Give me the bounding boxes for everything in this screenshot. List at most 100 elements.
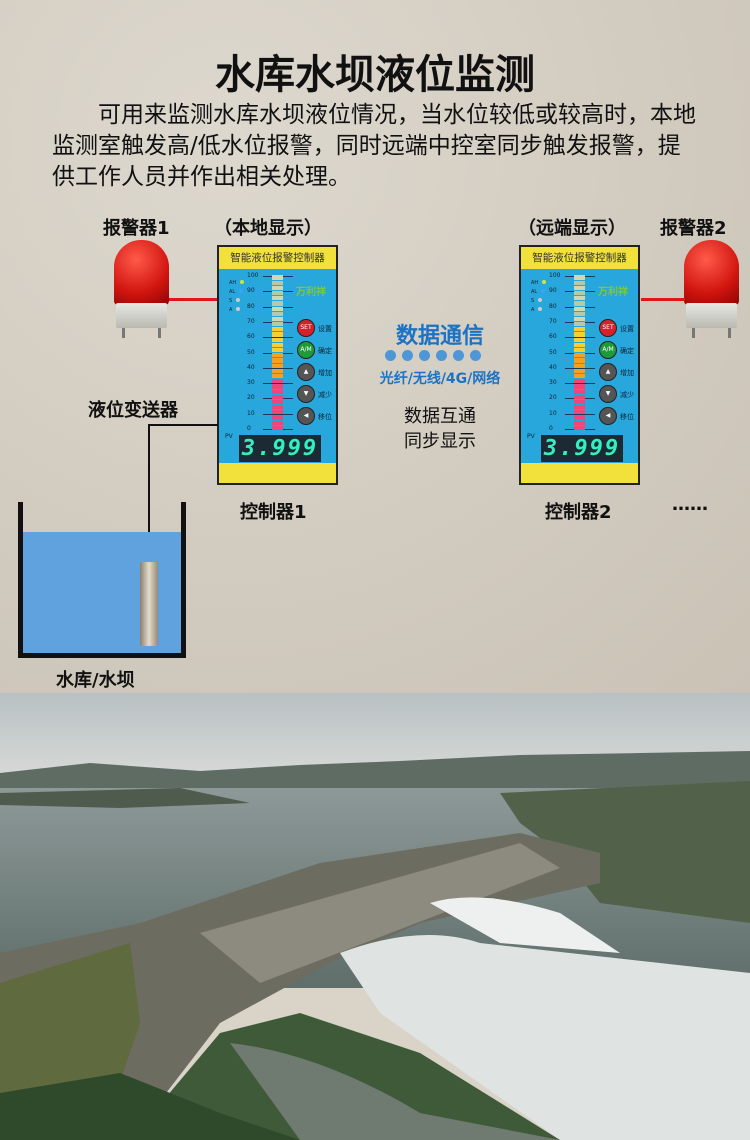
level-segment	[574, 353, 585, 358]
level-segment	[574, 420, 585, 425]
level-segment	[574, 316, 585, 322]
button-label: 移位	[620, 413, 634, 421]
level-segment	[574, 311, 585, 316]
scale-label: 0	[549, 425, 553, 432]
level-segment	[272, 405, 283, 410]
controller-button[interactable]: SET	[599, 319, 617, 337]
level-segment	[272, 280, 283, 285]
sync-line-1: 数据互通	[404, 406, 476, 427]
level-segment	[574, 301, 585, 306]
controller-button[interactable]: ◀	[297, 407, 315, 425]
level-segment	[272, 342, 283, 347]
button-key: A/M	[300, 346, 312, 353]
scale-label: 70	[549, 317, 557, 325]
level-bar	[272, 274, 283, 430]
pv-label: PV	[527, 433, 535, 440]
status-led: AH	[229, 280, 245, 286]
level-segment	[272, 379, 283, 384]
button-key: ▼	[605, 390, 611, 397]
level-segment	[574, 379, 585, 384]
controller-button[interactable]: ▼	[297, 385, 315, 403]
page-title: 水库水坝液位监测	[215, 52, 535, 98]
status-led: A	[531, 307, 543, 313]
level-segment	[574, 342, 585, 347]
level-segment	[272, 389, 283, 394]
button-key: ▲	[605, 368, 611, 375]
scale-tick	[263, 383, 293, 385]
level-segment	[272, 296, 283, 301]
level-segment	[574, 306, 585, 311]
alarm-wire-1	[169, 298, 218, 301]
level-segment	[272, 327, 283, 332]
level-segment	[574, 322, 585, 327]
scale-label: 80	[247, 302, 255, 310]
reservoir-label: 水库/水坝	[56, 670, 135, 691]
alarm-light-1	[114, 240, 169, 340]
level-segment	[272, 348, 283, 353]
controller2-label: 控制器2	[545, 502, 612, 523]
ellipsis: ……	[672, 494, 708, 515]
led-label: AH	[531, 280, 539, 286]
controller-button[interactable]: ▲	[297, 363, 315, 381]
level-segment	[574, 337, 585, 342]
scale-tick	[565, 383, 595, 385]
scale-label: 30	[549, 379, 557, 387]
controller-button[interactable]: ▲	[599, 363, 617, 381]
level-segment	[574, 348, 585, 353]
alarm-wire-2	[641, 298, 685, 301]
status-led: AH	[531, 280, 547, 286]
level-segment	[574, 327, 585, 332]
level-segment	[272, 322, 283, 327]
level-segment	[272, 410, 283, 415]
scale-label: 100	[549, 272, 561, 279]
comm-dots	[385, 350, 481, 361]
controller-button[interactable]: ◀	[599, 407, 617, 425]
scale-label: 80	[549, 302, 557, 310]
controller-button[interactable]: A/M	[297, 341, 315, 359]
status-led: A	[229, 307, 241, 313]
button-key: SET	[300, 324, 312, 331]
status-led: AL	[531, 289, 546, 295]
level-segment	[272, 316, 283, 322]
controller-button[interactable]: A/M	[599, 341, 617, 359]
level-segment	[272, 311, 283, 316]
level-segment	[574, 280, 585, 285]
button-label: 确定	[620, 347, 634, 355]
level-segment	[272, 399, 283, 405]
alarm-light-2	[684, 240, 739, 340]
scale-label: 90	[247, 287, 255, 295]
scale-label: 100	[247, 272, 259, 279]
reservoir-tank	[18, 502, 186, 658]
level-segment	[272, 353, 283, 358]
cable-horizontal	[148, 424, 218, 426]
led-label: AH	[229, 280, 237, 286]
scale-label: 10	[247, 409, 255, 417]
button-label: 确定	[318, 347, 332, 355]
level-segment	[272, 337, 283, 342]
scale-label: 40	[549, 363, 557, 371]
scale-label: 50	[549, 348, 557, 356]
level-segment	[574, 405, 585, 410]
scale-label: 20	[247, 394, 255, 402]
pv-display: 3.999	[239, 435, 321, 462]
level-segment	[272, 394, 283, 399]
led-label: S	[229, 298, 233, 304]
button-key: ◀	[605, 412, 611, 419]
led-label: AL	[531, 289, 538, 295]
scale-label: 20	[549, 394, 557, 402]
pv-label: PV	[225, 433, 233, 440]
level-bar	[574, 274, 585, 430]
level-segment	[272, 373, 283, 379]
led-label: AL	[229, 289, 236, 295]
level-segment	[272, 384, 283, 389]
controller-button[interactable]: SET	[297, 319, 315, 337]
controller-brand: 万利祥	[598, 287, 628, 298]
alarm1-label: 报警器1	[103, 218, 170, 239]
scale-label: 30	[247, 379, 255, 387]
controller-button[interactable]: ▼	[599, 385, 617, 403]
scale-label: 90	[549, 287, 557, 295]
led-label: S	[531, 298, 535, 304]
level-segment	[272, 358, 283, 363]
